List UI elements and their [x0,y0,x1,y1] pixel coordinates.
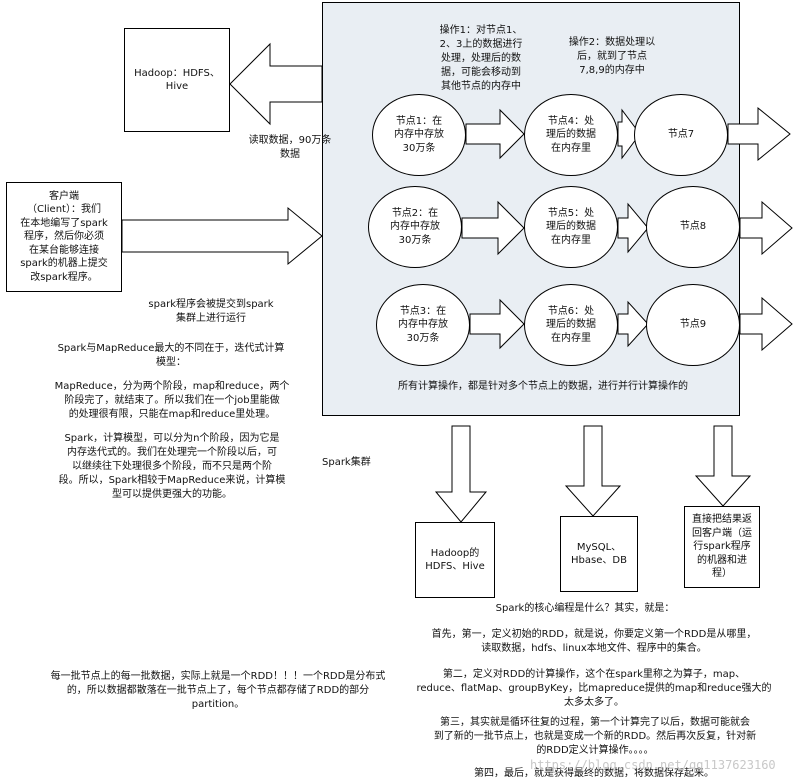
hadoop-hdfs-hive-box: Hadoop：HDFS、 Hive [124,28,230,132]
node-9: 节点9 [646,284,740,366]
operation-1-label: 操作1：对节点1、 2、3上的数据进行 处理，处理后的数 据，可能会移动到 其他… [439,25,523,92]
node-2: 节点2：在 内存中存放 30万条 [368,186,462,268]
comparison-mapreduce: MapReduce，分为两个阶段，map和reduce，两个 阶段完了，就结束了… [54,381,290,420]
arrow-client-to-cluster [121,206,323,266]
arrow-node9-out [739,296,793,352]
comparison-spark: Spark，计算模型，可以分为n个阶段，因为它是 内存迭代式的。我们在处理完一个… [58,433,286,500]
arrow-down-mysql [564,425,622,517]
node-5: 节点5：处 理后的数据 在内存里 [524,186,618,268]
mysql-output-box: MySQL、 Hbase、DB [560,516,638,592]
arrow-down-return [694,425,752,507]
arrow-node2-node5 [461,200,525,256]
core-step-3: 第三，其实就是循环往复的过程，第一个计算完了以后，数据可能就会 到了新的一批节点… [433,717,757,756]
spark-cluster-label: Spark集群 [322,457,371,468]
core-programming-title: Spark的核心编程是什么？其实，就是： [495,603,675,614]
node-6: 节点6：处 理后的数据 在内存里 [524,284,618,366]
submit-note: spark程序会被提交到spark 集群上进行运行 [148,299,274,324]
arrow-node4-node7 [617,108,641,160]
read-data-label: 读取数据，90万条 数据 [248,135,332,160]
client-box: 客户端 （Client）：我们 在本地编写了spark 程序，然后你必须 在某台… [6,182,122,292]
hadoop-output-box: Hadoop的 HDFS、Hive [415,522,495,598]
arrow-node6-node9 [617,300,649,348]
return-to-client-box: 直接把结果返 回客户端（运 行spark程序 的机器和进 程） [684,506,760,588]
node-3: 节点3：在 内存中存放 30万条 [376,284,470,366]
node-8: 节点8 [646,186,740,268]
arrow-node7-out [727,106,791,162]
arrow-node8-out [739,200,793,256]
arrow-down-hadoop [434,425,488,523]
arrow-node1-node4 [465,108,525,160]
arrow-node3-node6 [469,298,525,350]
node-7: 节点7 [634,94,728,176]
core-step-1: 首先，第一，定义初始的RDD，就是说，你要定义第一个RDD是从哪里， 读取数据，… [431,629,757,654]
arrow-node5-node8 [617,202,649,254]
arrow-cluster-to-hadoop [229,42,323,126]
watermark: https://blog.csdn.net/qq1137623160 [530,758,776,772]
operation-2-label: 操作2：数据处理以 后，就到了节点 7,8,9的内存中 [568,37,656,76]
node-1: 节点1：在 内存中存放 30万条 [372,94,466,176]
rdd-note: 每一批节点上的每一批数据，实际上就是一个RDD！！！一个RDD是分布式 的，所以… [50,671,386,710]
comparison-title: Spark与MapReduce最大的不同在于，迭代式计算 模型： [57,343,285,368]
node-4: 节点4：处 理后的数据 在内存里 [524,94,618,176]
core-step-2: 第二，定义对RDD的计算操作，这个在spark里称之为算子，map、 reduc… [416,669,772,708]
parallel-compute-label: 所有计算操作，都是针对多个节点上的数据，进行并行计算操作的 [398,381,688,392]
core-step-4: 第四，最后，就是获得最终的数据，将数据保存起来。 [474,768,714,779]
